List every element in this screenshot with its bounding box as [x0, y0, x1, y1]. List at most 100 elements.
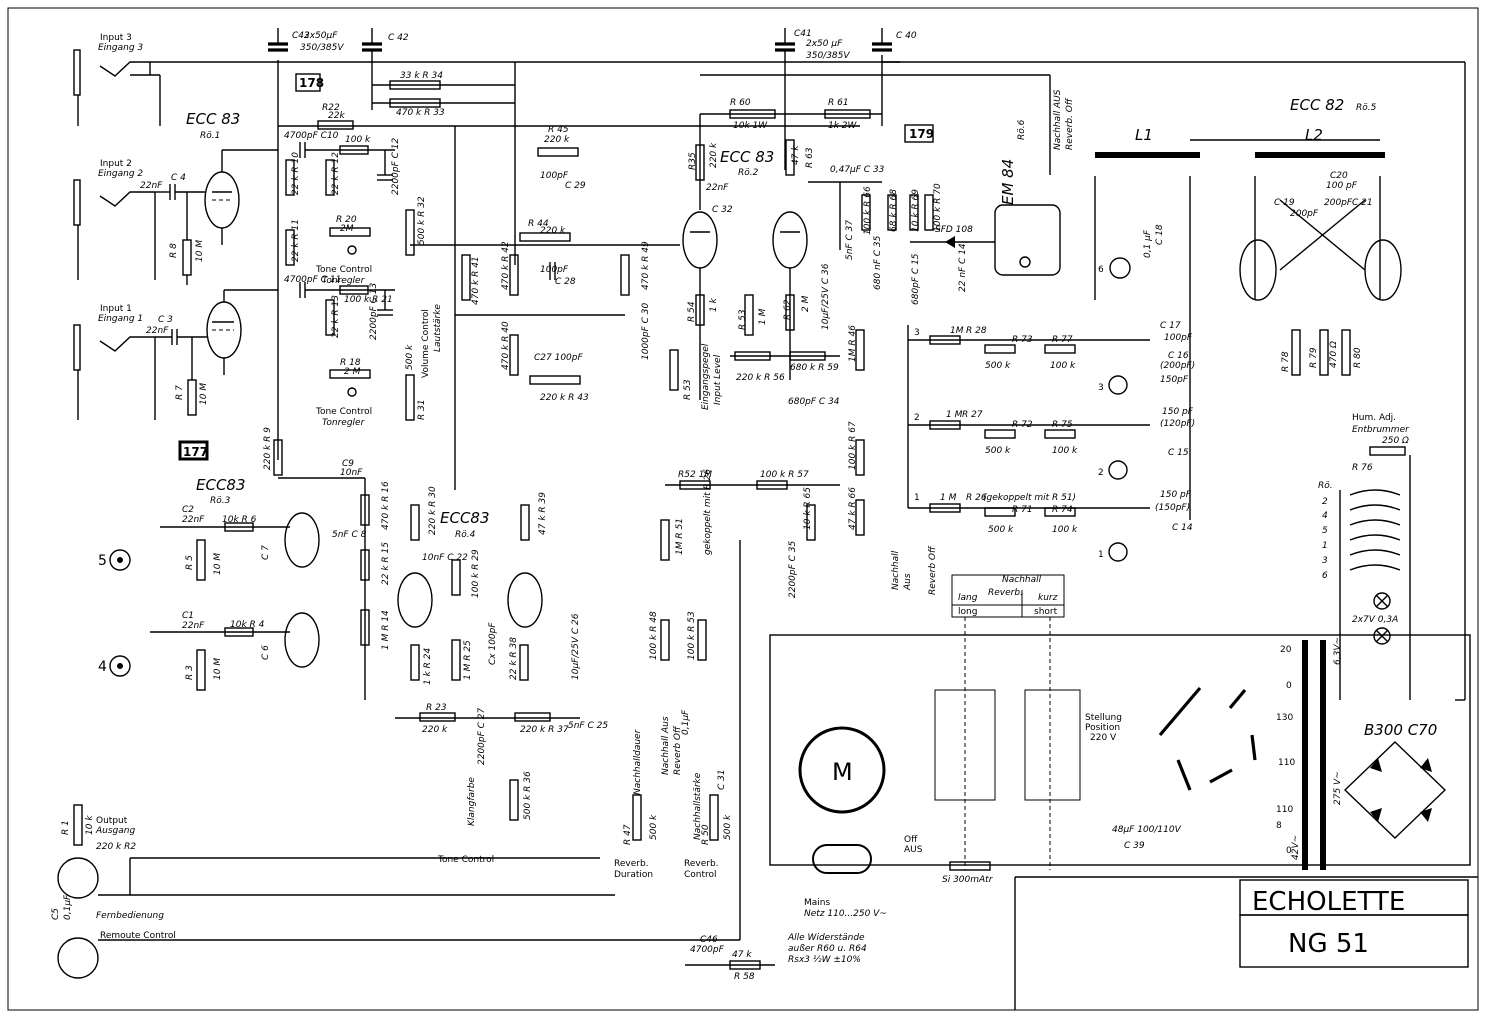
svg-text:R 47: R 47	[623, 824, 633, 845]
svg-text:4: 4	[1322, 511, 1328, 521]
svg-text:68 k R 68: 68 k R 68	[889, 189, 899, 232]
svg-text:220 k R 9: 220 k R 9	[263, 427, 273, 470]
svg-text:C 32: C 32	[712, 205, 733, 215]
svg-text:2M: 2M	[340, 224, 354, 234]
svg-text:Klangfarbe: Klangfarbe	[467, 777, 477, 826]
svg-text:22nF: 22nF	[146, 326, 169, 336]
svg-text:C 3: C 3	[158, 315, 173, 325]
power-supply: M Mains Netz 110...250 V~ Off AUS Si 300…	[769, 574, 1471, 919]
svg-text:200pF: 200pF	[1324, 198, 1353, 208]
svg-text:Tone Control: Tone Control	[315, 265, 372, 275]
svg-text:ECC83: ECC83	[440, 509, 490, 527]
tube-roe3-roe4: ECC83 Rö.3 ECC83 Rö.4 220 k R 9 C9 10nF …	[98, 427, 608, 865]
svg-text:10 M: 10 M	[199, 383, 209, 405]
svg-text:C 29: C 29	[565, 181, 586, 191]
svg-text:1: 1	[1098, 550, 1104, 560]
svg-text:20: 20	[1280, 645, 1292, 655]
mixer-network: R 44 220 k 100pF C 28 470 k R 41 470 k R…	[410, 125, 680, 403]
c41-value: 2x50 µF	[806, 39, 843, 49]
svg-text:1 M: 1 M	[946, 410, 963, 420]
svg-text:220 V: 220 V	[1090, 733, 1117, 743]
svg-text:Rö.5: Rö.5	[1356, 103, 1377, 113]
motor-label: M	[832, 758, 853, 786]
title-block: ECHOLETTE NG 51	[1014, 876, 1478, 1010]
svg-text:C 7: C 7	[261, 545, 271, 560]
svg-text:1 k: 1 k	[709, 297, 719, 312]
svg-text:Rö.3: Rö.3	[210, 496, 231, 506]
svg-text:C20: C20	[1330, 171, 1348, 181]
svg-text:2200pF C 13: 2200pF C 13	[369, 282, 379, 340]
svg-text:Rsx3 ½W ±10%: Rsx3 ½W ±10%	[788, 955, 861, 965]
input-jacks: Input 3 Eingang 3 Input 2 Eingang 2 Inpu…	[73, 33, 161, 420]
svg-text:47 k: 47 k	[791, 145, 801, 165]
svg-text:250 Ω: 250 Ω	[1382, 436, 1409, 446]
svg-text:22nF: 22nF	[706, 183, 729, 193]
svg-text:22 k R 38: 22 k R 38	[509, 637, 519, 680]
svg-text:R 27: R 27	[962, 410, 983, 420]
svg-text:Nachhallstärke: Nachhallstärke	[693, 772, 703, 840]
svg-text:10µF/25V C 26: 10µF/25V C 26	[571, 613, 581, 680]
svg-text:10 M: 10 M	[213, 553, 223, 575]
svg-text:R 61: R 61	[828, 98, 849, 108]
svg-text:220 k: 220 k	[540, 226, 566, 236]
svg-text:R 53: R 53	[738, 309, 748, 330]
svg-text:500 k: 500 k	[985, 361, 1011, 371]
svg-text:100 k: 100 k	[1052, 525, 1078, 535]
svg-text:R 7: R 7	[175, 385, 185, 400]
svg-text:47 k R 39: 47 k R 39	[538, 492, 548, 535]
top-filter-caps: C43 2x50µF 350/385V C 42 C41 2x50 µF 350…	[268, 28, 917, 61]
svg-text:1 M: 1 M	[758, 308, 768, 325]
svg-text:R 62: R 62	[783, 299, 793, 320]
svg-text:1: 1	[1322, 541, 1328, 551]
svg-text:ECC 83: ECC 83	[186, 110, 240, 128]
svg-text:Rö.: Rö.	[1318, 481, 1333, 491]
svg-text:Si 300mAtr: Si 300mAtr	[942, 875, 994, 885]
svg-text:Nachhall Aus: Nachhall Aus	[661, 716, 671, 775]
reverb-channels: 3 2 1 1M R 28 R 73 500 k R 77 100 k 1 M …	[907, 321, 1195, 562]
svg-text:Eingang 2: Eingang 2	[98, 169, 143, 179]
sheet-179: 179	[909, 127, 934, 141]
svg-text:2 M: 2 M	[344, 367, 361, 377]
svg-text:R 44: R 44	[528, 219, 549, 229]
svg-text:Reverb Off: Reverb Off	[673, 725, 683, 775]
svg-text:Reverb.: Reverb.	[988, 588, 1023, 598]
svg-text:R 5: R 5	[185, 555, 195, 570]
svg-text:Reverb. Off: Reverb. Off	[1065, 97, 1075, 150]
svg-text:680 nF C 35: 680 nF C 35	[873, 235, 883, 290]
svg-text:Position: Position	[1085, 723, 1120, 733]
svg-text:Input 3: Input 3	[100, 33, 132, 43]
svg-text:R 63: R 63	[805, 147, 815, 168]
svg-text:1M R 51: 1M R 51	[675, 518, 685, 555]
svg-text:C 14: C 14	[1172, 523, 1193, 533]
svg-text:42V~: 42V~	[1291, 835, 1301, 860]
svg-text:R52 1M: R52 1M	[678, 470, 712, 480]
svg-text:1k 2W: 1k 2W	[828, 121, 858, 131]
svg-text:8: 8	[1276, 821, 1282, 831]
c40-label: C 40	[896, 31, 917, 41]
svg-text:R 54: R 54	[687, 301, 697, 322]
svg-text:(200pF): (200pF)	[1160, 361, 1195, 371]
svg-text:22 k R 15: 22 k R 15	[381, 542, 391, 585]
svg-text:100 k R 48: 100 k R 48	[649, 611, 659, 660]
sheet-177: 177	[183, 445, 208, 459]
svg-text:R 80: R 80	[1353, 347, 1363, 368]
svg-text:100 k: 100 k	[1052, 446, 1078, 456]
svg-text:kurz: kurz	[1038, 593, 1058, 603]
output-section: R 1 10 k Output Ausgang 220 k R2 C5 0,1µ…	[51, 540, 775, 982]
svg-text:10 k R 69: 10 k R 69	[911, 189, 921, 232]
svg-text:C 21: C 21	[1352, 198, 1373, 208]
svg-text:Rö.4: Rö.4	[455, 530, 476, 540]
svg-text:110: 110	[1276, 805, 1293, 815]
svg-text:R 73: R 73	[1012, 335, 1033, 345]
svg-text:Rö.1: Rö.1	[200, 131, 220, 141]
svg-text:Tonregler: Tonregler	[322, 276, 366, 286]
svg-text:R 23: R 23	[426, 703, 447, 713]
svg-text:500 k R 36: 500 k R 36	[523, 771, 533, 820]
svg-text:Stellung: Stellung	[1085, 713, 1122, 723]
svg-text:4700pF: 4700pF	[690, 945, 725, 955]
svg-text:C 15: C 15	[1168, 448, 1189, 458]
svg-text:Off: Off	[904, 835, 918, 845]
svg-text:1000pF C 30: 1000pF C 30	[641, 302, 651, 360]
svg-text:C 28: C 28	[555, 277, 576, 287]
c41-voltage: 350/385V	[806, 51, 850, 61]
